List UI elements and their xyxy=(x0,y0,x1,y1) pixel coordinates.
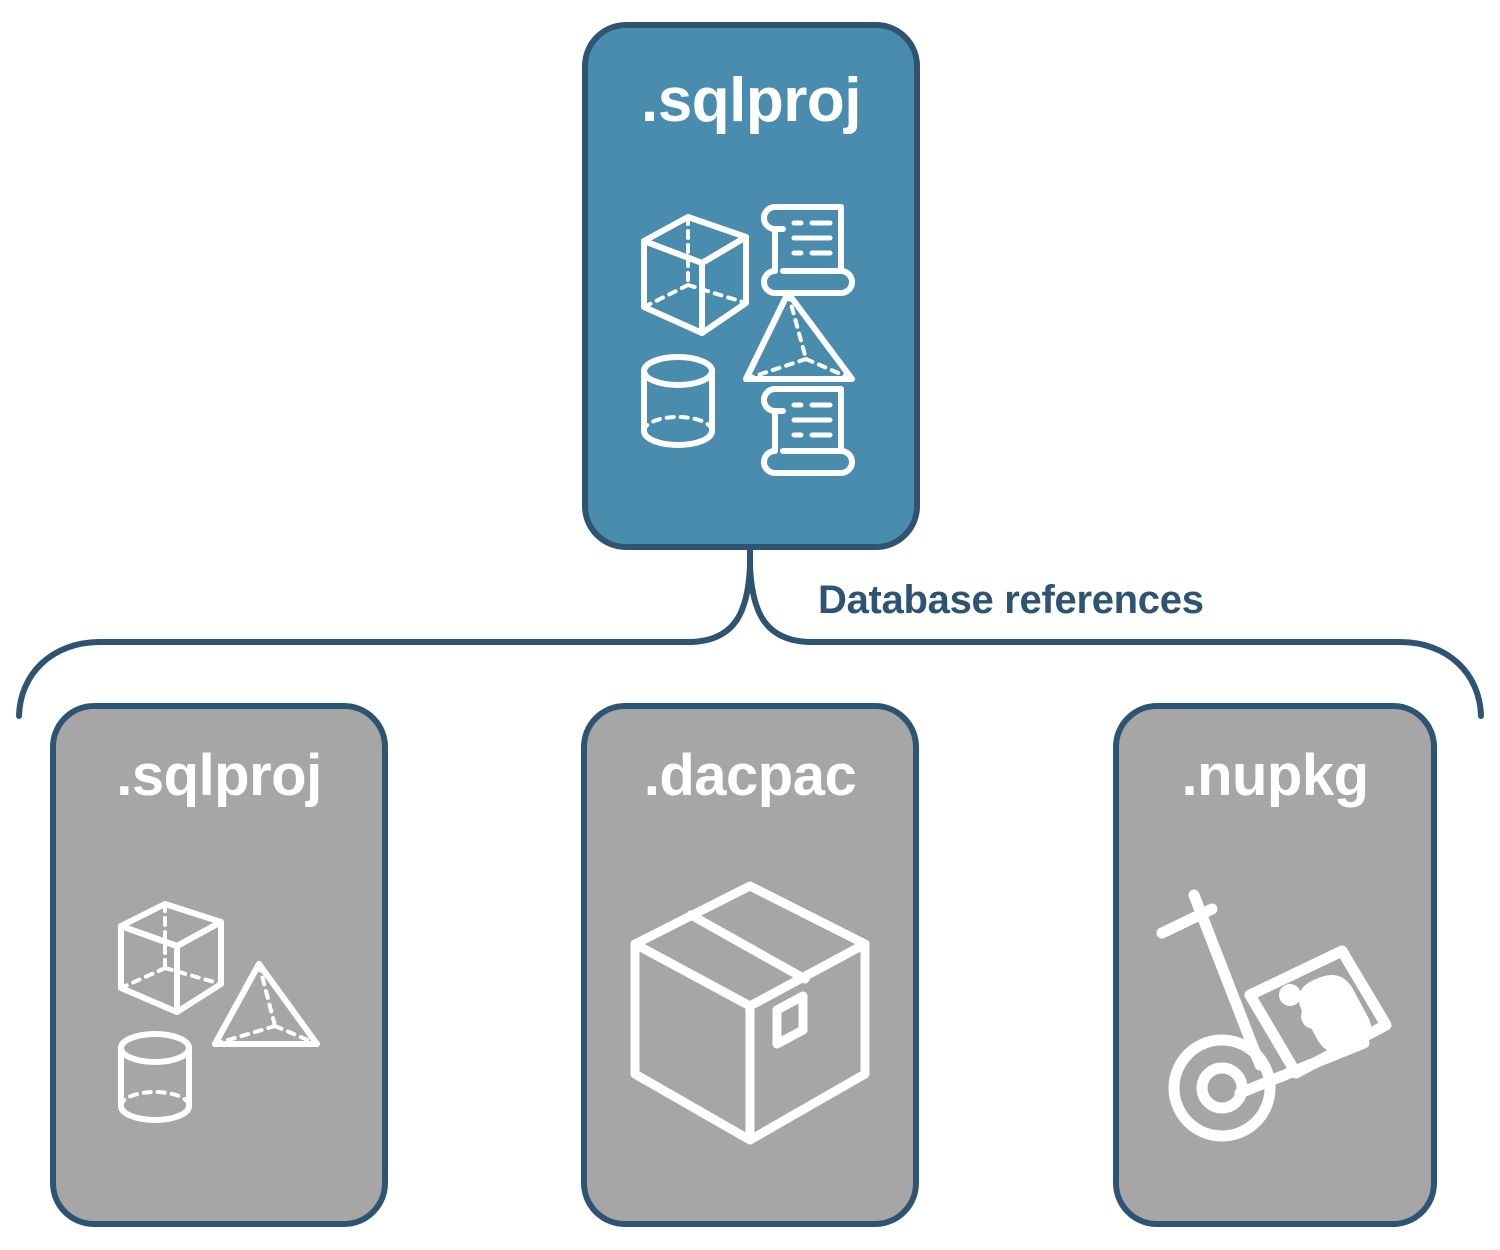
node-title: .sqlproj xyxy=(116,743,322,808)
node-icon-group xyxy=(587,805,913,1221)
node-card-sqlproj-reference[interactable]: .sqlproj xyxy=(50,703,388,1227)
pyramid-wireframe-icon xyxy=(212,961,320,1047)
node-card-dacpac[interactable]: .dacpac xyxy=(581,703,919,1227)
node-icon-group xyxy=(1119,805,1431,1221)
node-title: .nupkg xyxy=(1181,743,1369,808)
node-icon-group xyxy=(56,805,382,1221)
node-icon-group xyxy=(588,132,914,544)
node-title: .dacpac xyxy=(643,743,857,808)
node-card-sqlproj-root[interactable]: .sqlproj xyxy=(582,22,920,550)
cylinder-wireframe-icon xyxy=(118,1031,192,1123)
pyramid-wireframe-icon xyxy=(743,290,855,382)
node-title: .sqlproj xyxy=(641,66,861,135)
cube-wireframe-icon xyxy=(641,214,749,336)
cube-wireframe-icon xyxy=(118,901,224,1015)
scroll-script-icon xyxy=(761,386,855,476)
node-card-nupkg[interactable]: .nupkg xyxy=(1113,703,1437,1227)
cylinder-wireframe-icon xyxy=(641,354,715,448)
scroll-script-icon xyxy=(761,204,855,296)
connector-label: Database references xyxy=(818,578,1204,622)
package-box-icon xyxy=(630,881,870,1145)
hand-truck-nuget-package-icon xyxy=(1156,889,1392,1142)
